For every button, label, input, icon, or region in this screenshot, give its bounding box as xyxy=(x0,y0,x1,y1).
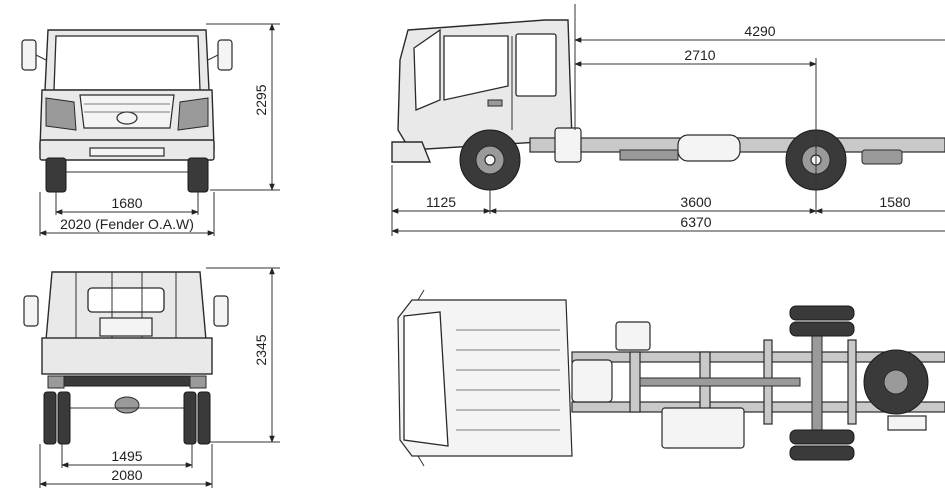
side-1580-label: 1580 xyxy=(879,194,910,210)
side-6370-label: 6370 xyxy=(680,214,711,230)
side-4290-label: 4290 xyxy=(744,23,775,39)
front-track-label: 1680 xyxy=(111,195,142,211)
side-view: 4290 2710 1125 3600 1580 6370 xyxy=(391,4,945,236)
rear-track-label: 1495 xyxy=(111,448,142,464)
front-view: 2295 1680 2020 (Fender O.A.W) xyxy=(21,23,280,236)
side-3600-label: 3600 xyxy=(680,194,711,210)
front-height-label: 2295 xyxy=(253,84,269,115)
rear-view: 2345 1495 2080 xyxy=(23,267,280,488)
rear-width-label: 2080 xyxy=(111,467,142,483)
side-1125-label: 1125 xyxy=(426,194,456,210)
top-view xyxy=(397,289,945,467)
front-width-label: 2020 (Fender O.A.W) xyxy=(60,216,194,232)
side-2710-label: 2710 xyxy=(684,47,715,63)
rear-height-label: 2345 xyxy=(253,334,269,365)
